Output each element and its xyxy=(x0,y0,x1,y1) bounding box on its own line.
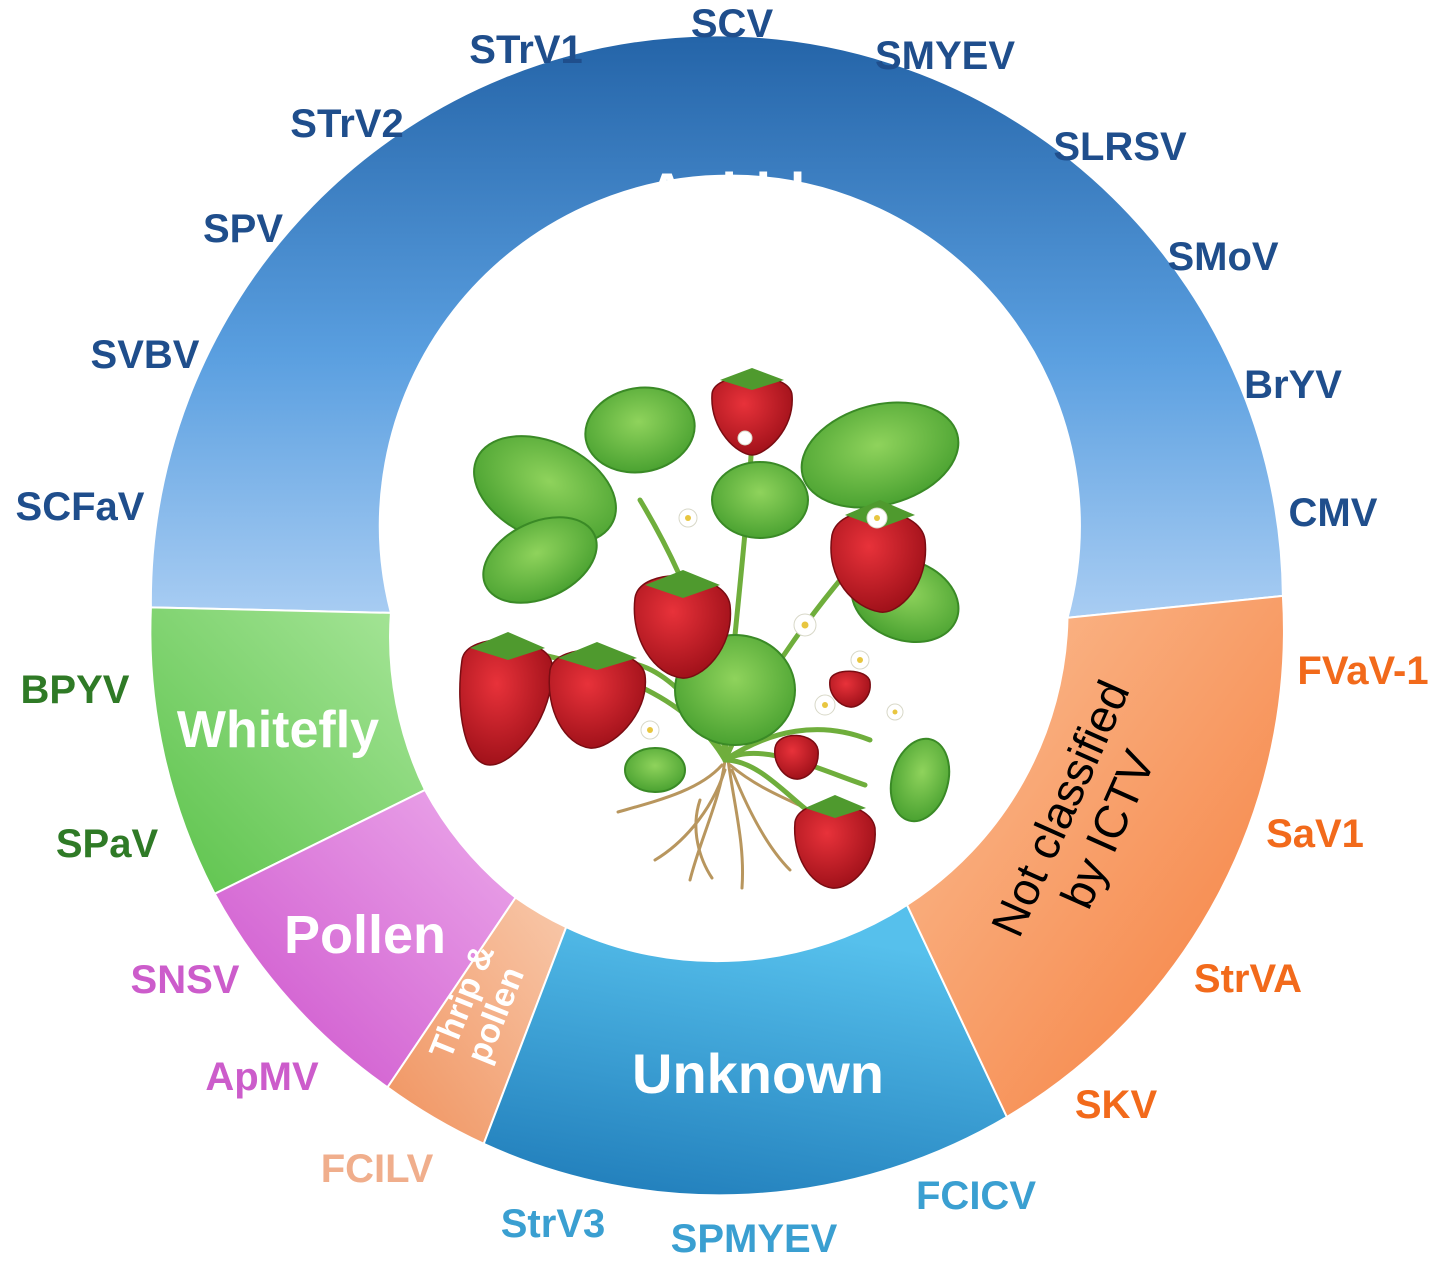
strawberry-plant-icon xyxy=(459,368,960,890)
virus-labels-ictv: FVaV-1 SaV1 StrVA SKV xyxy=(1075,649,1429,1127)
virus-label: BrYV xyxy=(1244,363,1342,407)
virus-label: SPaV xyxy=(56,822,159,866)
flower-centers-icon xyxy=(647,515,898,733)
virus-label: STrV1 xyxy=(469,28,582,72)
virus-label: SCFaV xyxy=(16,485,145,529)
virus-label: FCICV xyxy=(916,1174,1036,1218)
virus-label: SMoV xyxy=(1167,235,1278,279)
virus-label: SNSV xyxy=(131,958,240,1002)
segment-label-pollen: Pollen xyxy=(284,905,446,965)
virus-label: SMYEV xyxy=(875,34,1015,78)
strawberries-icon xyxy=(459,375,927,889)
virus-label: SaV1 xyxy=(1266,812,1364,856)
virus-label: SPV xyxy=(203,207,283,251)
virus-label: SPMYEV xyxy=(671,1217,838,1261)
virus-labels-thrip: FCILV xyxy=(321,1147,434,1191)
transmission-ring xyxy=(149,34,1285,1197)
virus-label: STrV2 xyxy=(290,102,403,146)
segment-label-unknown: Unknown xyxy=(632,1042,884,1105)
virus-label: FCILV xyxy=(321,1147,434,1191)
segment-unknown xyxy=(482,903,1009,1197)
virus-label: SLRSV xyxy=(1053,125,1187,169)
virus-labels-unknown: StrV3 SPMYEV FCICV xyxy=(501,1174,1037,1261)
leaves-icon xyxy=(473,386,960,823)
virus-label: CMV xyxy=(1289,491,1378,535)
virus-label: SVBV xyxy=(91,333,200,377)
virus-labels-aphid: SCFaV SVBV SPV STrV2 STrV1 SCV SMYEV SLR… xyxy=(16,2,1378,535)
virus-labels-whitefly: BPYV SPaV xyxy=(21,668,159,866)
virus-label: StrV3 xyxy=(501,1202,606,1246)
segment-label-whitefly: Whitefly xyxy=(177,701,379,759)
virus-label: BPYV xyxy=(21,668,130,712)
virus-labels-pollen: SNSV ApMV xyxy=(131,958,319,1099)
virus-label: SKV xyxy=(1075,1083,1158,1127)
virus-label: StrVA xyxy=(1194,957,1302,1001)
segment-label-aphid: Aphid xyxy=(647,161,806,224)
segment-not-classified-ictv xyxy=(905,594,1285,1119)
virus-label: ApMV xyxy=(205,1055,319,1099)
virus-label: FVaV-1 xyxy=(1297,649,1428,693)
virus-label: SCV xyxy=(691,2,774,46)
segment-aphid xyxy=(149,34,1284,619)
